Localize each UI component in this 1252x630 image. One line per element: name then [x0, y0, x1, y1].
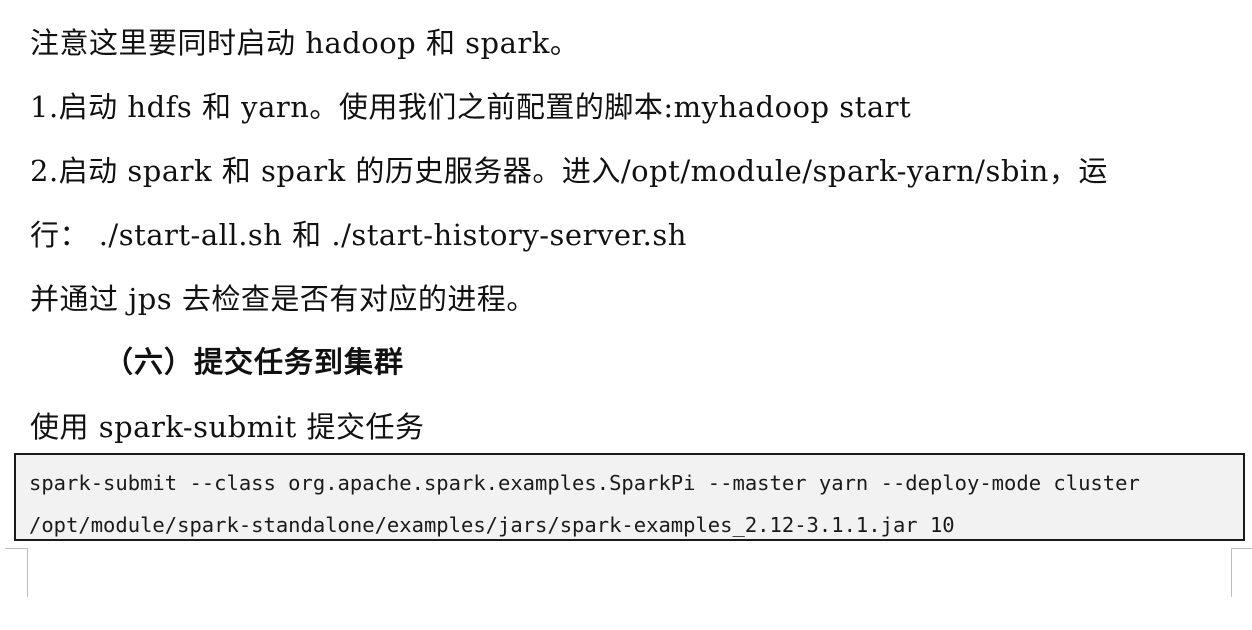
paragraph-step-1: 1.启动 hdfs 和 yarn。使用我们之前配置的脚本:myhadoop st…: [30, 90, 912, 124]
code-line-1: spark-submit --class org.apache.spark.ex…: [29, 471, 1140, 495]
page-corner-mark-left: [5, 548, 28, 597]
paragraph-jps-check: 并通过 jps 去检查是否有对应的进程。: [30, 282, 536, 316]
section-heading: （六）提交任务到集群: [104, 345, 405, 379]
code-line-2: /opt/module/spark-standalone/examples/ja…: [29, 513, 955, 537]
code-block[interactable]: spark-submit --class org.apache.spark.ex…: [14, 453, 1245, 541]
paragraph-submit-intro: 使用 spark-submit 提交任务: [30, 410, 425, 444]
paragraph-step-2: 2.启动 spark 和 spark 的历史服务器。进入/opt/module/…: [30, 154, 1108, 188]
paragraph-step-2-continued: 行： ./start-all.sh 和 ./start-history-serv…: [30, 218, 687, 252]
page-corner-mark-right: [1231, 548, 1252, 597]
paragraph-start-note: 注意这里要同时启动 hadoop 和 spark。: [30, 26, 580, 60]
